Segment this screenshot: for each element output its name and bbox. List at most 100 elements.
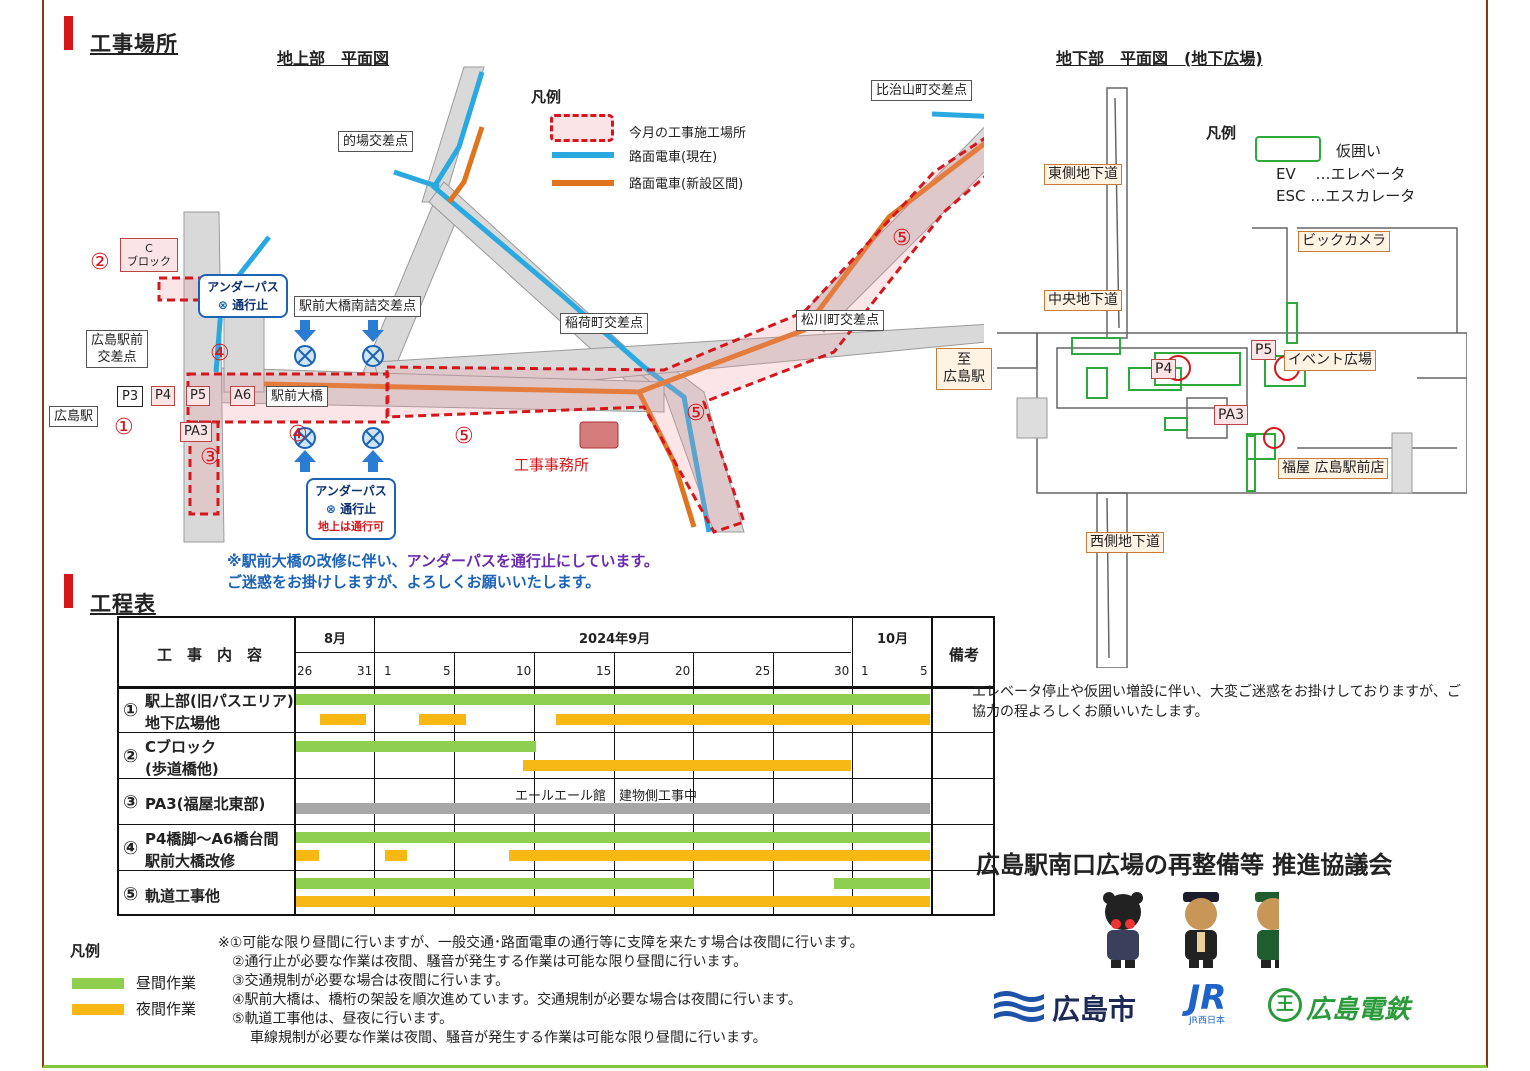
bar-night — [320, 714, 366, 725]
bar-building — [296, 803, 930, 814]
office-marker — [579, 421, 619, 449]
bar-night — [523, 760, 851, 771]
day-tick: 31 — [357, 664, 373, 678]
hiroshima-city-logo-icon — [994, 991, 1044, 1022]
day-tick: 26 — [297, 664, 313, 678]
label-ekimae-bridge: 駅前大橋 — [266, 386, 329, 407]
row-5-num: ⑤ — [123, 884, 139, 905]
row-3-line1: PA3(福屋北東部) — [145, 795, 266, 813]
legend-night-swatch — [72, 1004, 124, 1015]
row-4-line1: P4橋脚～A6橋台間 — [145, 830, 279, 848]
underground-legend-title: 凡例 — [1206, 124, 1237, 142]
day-tick: 1 — [384, 664, 392, 678]
day-tick: 20 — [675, 664, 691, 678]
section-title-site: 工事場所 — [90, 32, 178, 56]
row-2-line2: (歩道橋他) — [145, 760, 219, 778]
label-ekimae-south: 駅前大橋南詰交差点 — [294, 296, 422, 317]
section-title-schedule: 工程表 — [90, 592, 156, 616]
label-matoba: 的場交差点 — [338, 131, 414, 152]
legend-day-label: 昼間作業 — [136, 974, 197, 992]
bar-night — [296, 896, 930, 907]
underpass-notice: ※駅前大橋の改修に伴い、アンダーパスを通行止にしています。 ご迷惑をお掛けします… — [227, 550, 659, 592]
marker-p4: P4 — [1151, 359, 1177, 379]
label-hiroshima-station: 広島駅 — [49, 406, 99, 427]
day-tick: 1 — [861, 664, 869, 678]
row-3-num: ③ — [123, 792, 139, 813]
surface-map-heading: 地上部 平面図 — [277, 49, 390, 68]
label-west-passage: 西側地下道 — [1086, 532, 1164, 553]
jr-west-logo: JR JR西日本 — [1178, 980, 1236, 1026]
label-ekimae-cross: 広島駅前 交差点 — [86, 330, 149, 368]
underpass-north-title: アンダーパス — [207, 280, 279, 294]
row-4-line2: 駅前大橋改修 — [145, 852, 236, 870]
legend-work-label: 今月の工事施工場所 — [629, 126, 747, 141]
note-line: ②通行止が必要な作業は夜間、騒音が発生する作業は可能な限り昼間に行います。 — [232, 954, 748, 970]
council-name: 広島駅南口広場の再整備等 推進協議会 — [976, 851, 1393, 879]
area-marker-5c: ⑤ — [892, 226, 912, 251]
area-marker-4a: ④ — [210, 341, 230, 366]
pier-p4: P4 — [151, 386, 176, 406]
label-matsukawa: 松川町交差点 — [796, 310, 885, 331]
underpass-callout-south: アンダーパス ⊗ 通行止 地上は通行可 — [306, 478, 396, 540]
row-4-num: ④ — [123, 838, 139, 859]
label-fukuya: 福屋 広島駅前店 — [1278, 458, 1389, 479]
underground-map-drawing — [997, 87, 1467, 668]
row-1-line2: 地下広場他 — [145, 714, 221, 732]
bar-day — [296, 741, 536, 752]
note-line: 車線規制が必要な作業は夜間、騒音が発生する作業は可能な限り昼間に行います。 — [250, 1030, 767, 1046]
section-marker — [64, 16, 73, 50]
bar-night — [296, 850, 319, 861]
note-line: ⑤軌道工事他は、昼夜に行います。 — [232, 1011, 454, 1027]
schedule-table: 工 事 内 容 備考 8月 2024年9月 10月 26 31 1 5 10 1… — [117, 616, 995, 916]
month-aug: 8月 — [324, 632, 347, 647]
underpass-callout-north: アンダーパス ⊗ 通行止 — [198, 274, 288, 318]
legend-night-label: 夜間作業 — [136, 1000, 197, 1018]
underpass-north-status: 通行止 — [232, 298, 269, 312]
notice-line1-b: アンダーパスを通行止にしています。 — [406, 552, 659, 570]
legend-tram-current-swatch — [552, 152, 614, 158]
hiroden-logo-text: 広島電鉄 — [1306, 995, 1411, 1025]
underpass-south-title: アンダーパス — [315, 484, 387, 498]
label-bic-camera: ビックカメラ — [1298, 231, 1390, 252]
road-north — [421, 66, 485, 203]
note-line: ③交通規制が必要な場合は夜間に行います。 — [232, 973, 510, 989]
bar-night — [556, 714, 930, 725]
label-inari: 稲荷町交差点 — [560, 313, 649, 334]
bar-day — [296, 694, 930, 705]
day-tick: 30 — [834, 664, 850, 678]
bar-night — [419, 714, 466, 725]
label-east-passage: 東側地下道 — [1044, 164, 1122, 185]
area-marker-3: ③ — [200, 445, 220, 470]
marker-p5: P5 — [1251, 340, 1277, 360]
area-marker-2: ② — [90, 250, 110, 275]
bar-night — [385, 850, 407, 861]
notice-page: 工事場所 地上部 平面図 — [42, 0, 1488, 1068]
row-1-num: ① — [123, 700, 139, 721]
legend-ev-label: EV …エレベータ — [1276, 165, 1406, 183]
pier-a6: A6 — [230, 386, 256, 406]
day-tick: 25 — [755, 664, 771, 678]
closed-icon: ⊗ — [325, 502, 336, 516]
area-marker-5b: ⑤ — [686, 401, 706, 426]
surface-map-drawing — [157, 66, 984, 543]
marker-pa3: PA3 — [1214, 405, 1249, 425]
bar-night — [509, 850, 930, 861]
notes-block: ※①可能な限り昼間に行いますが、一般交通･路面電車の通行等に支障を来たす場合は夜… — [218, 934, 864, 1048]
label-event-plaza: イベント広場 — [1284, 350, 1376, 371]
bar-day — [296, 878, 694, 889]
header-work: 工 事 内 容 — [157, 646, 263, 664]
pier-p5: P5 — [186, 386, 211, 406]
area-marker-5a: ⑤ — [454, 424, 474, 449]
legend-day-swatch — [72, 978, 124, 989]
label-c-block: C ブロック — [120, 238, 178, 272]
closed-icon: ⊗ — [217, 298, 228, 312]
schedule-legend-title: 凡例 — [70, 942, 101, 960]
area-marker-1: ① — [114, 415, 134, 440]
jr-logo-sub: JR西日本 — [1189, 1016, 1225, 1026]
row-1-line1: 駅上部(旧パスエリア) — [145, 692, 294, 710]
hiroden-logo-icon: 王 — [1268, 988, 1302, 1022]
row-3-note: エールエール館 建物側工事中 — [515, 789, 698, 804]
surface-legend-title: 凡例 — [531, 88, 562, 106]
legend-work-swatch — [550, 114, 614, 142]
mascots-illustration — [1103, 892, 1279, 968]
